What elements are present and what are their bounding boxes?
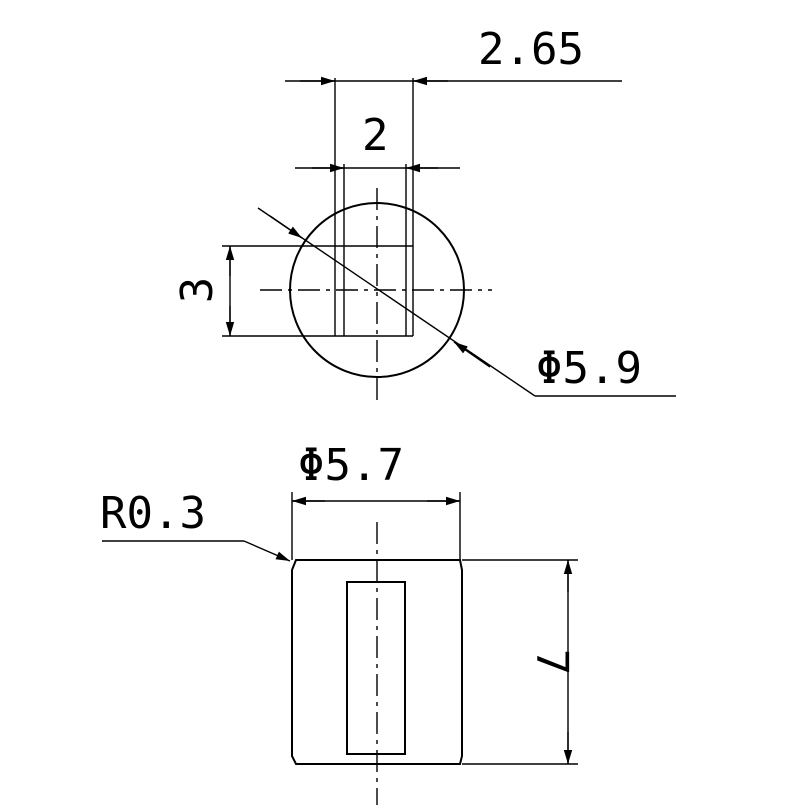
dim-label-5-7: Φ5.7 (298, 440, 404, 491)
dim-label-2: 2 (362, 110, 389, 161)
leader-r0-3-arrow (243, 540, 291, 562)
dim-label-5-9: Φ5.9 (536, 343, 642, 394)
leader-5-9 (257, 207, 536, 397)
dim-label-7: 7 (526, 649, 577, 676)
dim-label-3: 3 (172, 277, 223, 304)
side-view: Φ5.7 R0.3 7 (100, 440, 578, 805)
dim-label-r0-3: R0.3 (100, 488, 206, 539)
leader-5-9-arrow-bottom (453, 341, 491, 368)
knurled-body (291, 559, 463, 765)
top-view: 2.65 2 3 Φ5.9 (172, 24, 676, 405)
dim-label-2-65: 2.65 (478, 24, 584, 75)
leader-5-9-arrow-top (269, 215, 303, 239)
inner-bore (346, 581, 406, 755)
